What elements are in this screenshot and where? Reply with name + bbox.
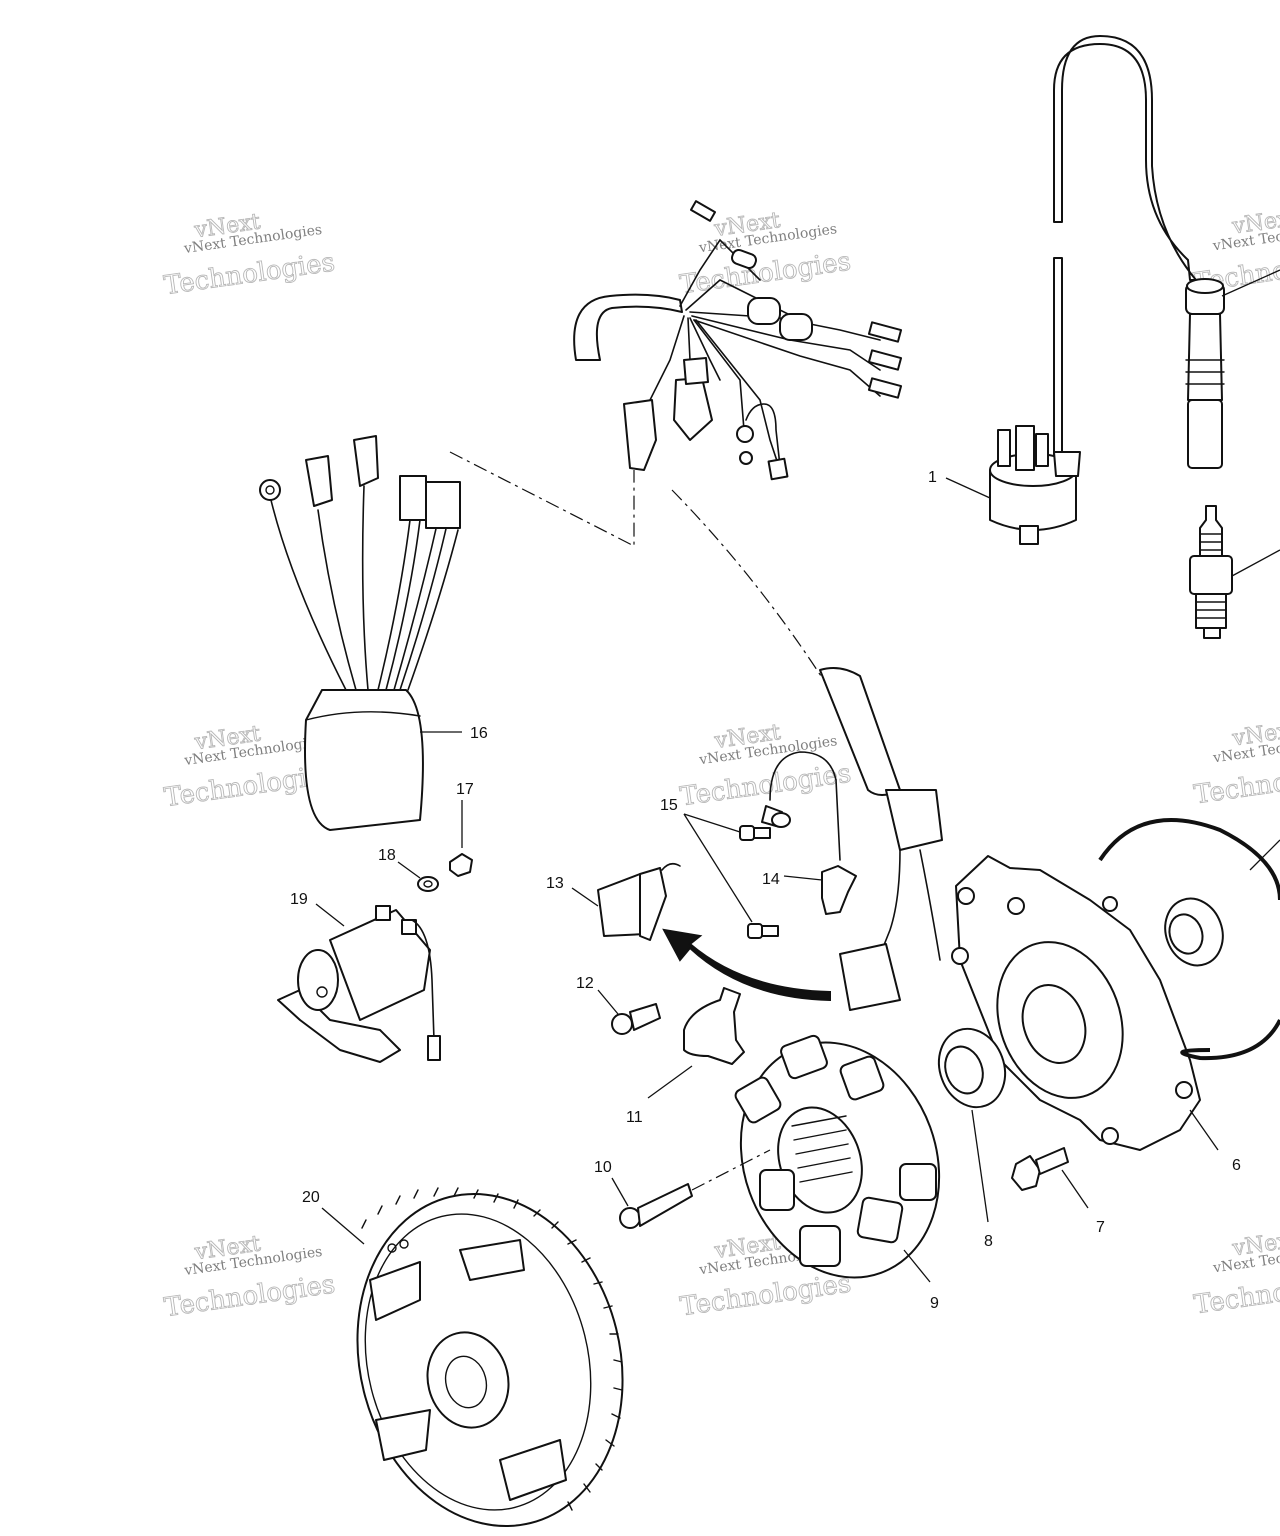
pickup-coil: 13 [546,862,681,941]
callout-11: 11 [626,1109,643,1126]
watermark-group-6: vNext vNext Technologies Technologies [1192,717,1280,811]
watermark-bottom: Technologies [1192,1267,1280,1321]
callout-17: 17 [456,781,474,798]
ignition-coil: 1 [928,425,1081,545]
watermark-group-1: vNext vNext Technologies Technologies [162,209,337,302]
bolt-7: 7 [1011,1147,1105,1236]
callout-14: 14 [762,871,780,888]
screw-15-upper [739,825,771,841]
direction-arrow [662,928,831,1002]
cdi-module: 16 [259,435,488,831]
callout-12: 12 [576,975,594,992]
callout-16: 16 [470,725,488,742]
watermark-bottom: Technologies [1192,757,1280,811]
callout-6: 6 [1232,1157,1241,1174]
callout-19: 19 [290,891,308,908]
watermark-group-7: vNext vNext Technologies Technologies [162,1231,337,1324]
callout-7: 7 [1096,1219,1105,1236]
callout-20: 20 [302,1189,320,1206]
ground-wire [761,751,841,861]
bolt-10: 10 [594,1149,771,1229]
callout-1: 1 [928,469,937,486]
spark-plug [1189,505,1280,639]
starter-solenoid: 19 [277,891,441,1063]
screw-12: 12 [576,975,661,1035]
guide-line-harness-stator [671,489,831,691]
watermark-group-5: vNext vNext Technologies Technologies [678,720,853,813]
spark-plug-lead [1053,35,1197,461]
callout-10: 10 [594,1159,612,1176]
bearing-seal [1164,897,1224,967]
callout-9: 9 [930,1295,939,1312]
magneto-housing: 6 [951,855,1241,1174]
washer-18: 18 [378,847,439,892]
stator-harness [819,667,943,1011]
clamp-11: 11 [626,987,745,1126]
oil-seal-8: 8 [937,1027,1007,1250]
o-ring [1098,818,1280,1061]
callout-15: 15 [660,797,678,814]
stator: 9 [734,1034,941,1312]
callout-13: 13 [546,875,564,892]
bracket-14: 14 [762,865,857,915]
spark-plug-cap [1185,269,1280,469]
watermark-group-9: vNext vNext Technologies Technologies [1192,1227,1280,1321]
callout-8: 8 [984,1233,993,1250]
flywheel: 20 [302,1187,624,1528]
callout-18: 18 [378,847,396,864]
nut-17: 17 [449,781,474,877]
screw-15-lower [747,923,779,939]
guide-line-harness-cdi [449,451,635,547]
wire-harness [573,200,903,481]
